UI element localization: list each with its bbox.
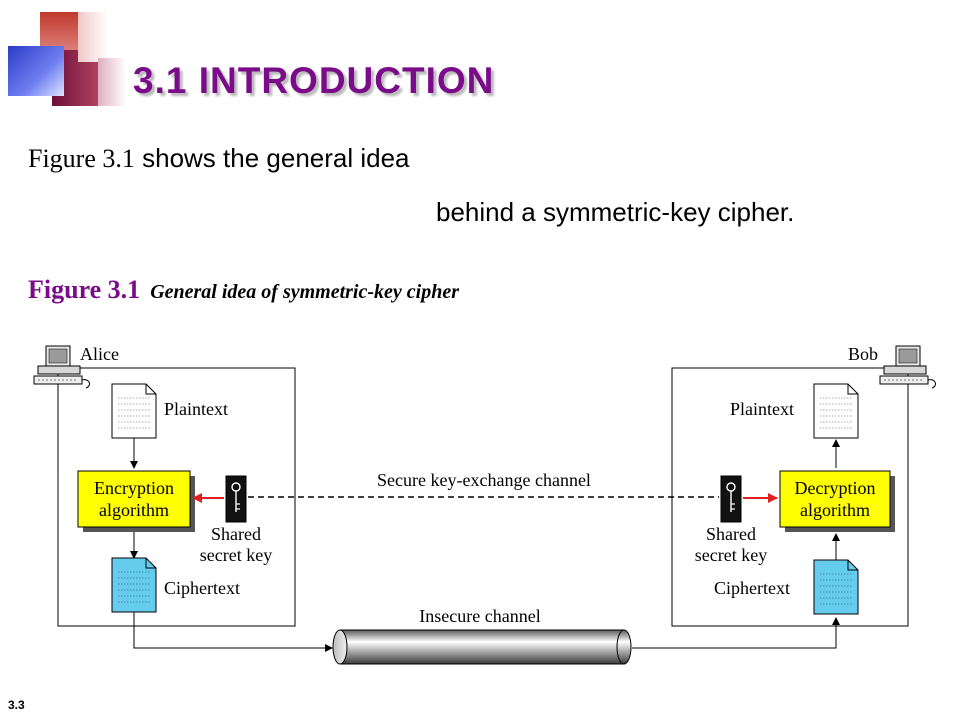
- alice-plaintext-doc-icon: [111, 383, 157, 439]
- decryption-box: [779, 470, 891, 528]
- alice-ciphertext-label: Ciphertext: [164, 578, 240, 598]
- alice-ciphertext-doc-icon: [111, 557, 157, 613]
- bob-label: Bob: [848, 344, 878, 364]
- encryption-label-1: Encryption: [94, 478, 174, 498]
- encryption-label-2: algorithm: [99, 500, 169, 520]
- insecure-channel-pipe: [332, 629, 632, 665]
- bob-ciphertext-label: Ciphertext: [714, 578, 790, 598]
- decor-square-pink: [98, 58, 126, 106]
- bob-plaintext-label: Plaintext: [730, 399, 794, 419]
- secure-channel-label: Secure key-exchange channel: [377, 470, 591, 490]
- alice-frame: [57, 367, 296, 627]
- alice-plaintext-label: Plaintext: [164, 399, 228, 419]
- slide-title: 3.1 INTRODUCTION: [133, 60, 495, 101]
- bob-plaintext-doc-icon: [813, 383, 859, 439]
- insecure-path-right: [632, 617, 840, 649]
- bob-shared-label-1: Shared: [706, 524, 756, 544]
- decor-square-blue: [8, 46, 64, 96]
- bob-ciphertext-doc-icon: [813, 559, 859, 615]
- intro-figure-ref: Figure 3.1: [28, 144, 135, 173]
- figure-description: General idea of symmetric-key cipher: [150, 281, 459, 303]
- intro-text-rest: shows the general idea: [134, 143, 410, 173]
- intro-text-line1: Figure 3.1 shows the general idea: [28, 143, 410, 174]
- bob-computer-icon: [879, 345, 936, 389]
- bob-shared-label-2: secret key: [695, 545, 767, 565]
- figure-caption: Figure 3.1 General idea of symmetric-key …: [28, 275, 459, 305]
- alice-shared-label-1: Shared: [211, 524, 261, 544]
- encryption-box: [77, 470, 191, 528]
- figure-number: Figure 3.1: [28, 275, 141, 304]
- alice-key-icon: [225, 475, 247, 523]
- insecure-path-left: [133, 612, 333, 652]
- bob-key-icon: [720, 475, 742, 523]
- alice-computer-icon: [33, 345, 90, 389]
- slide-number: 3.3: [8, 698, 25, 712]
- insecure-channel-label: Insecure channel: [419, 606, 540, 626]
- intro-text-line2: behind a symmetric-key cipher.: [436, 197, 795, 227]
- decor-square-faint: [78, 12, 108, 62]
- alice-label: Alice: [80, 344, 119, 364]
- alice-shared-label-2: secret key: [200, 545, 272, 565]
- decryption-label-2: algorithm: [800, 500, 870, 520]
- decryption-label-1: Decryption: [795, 478, 876, 498]
